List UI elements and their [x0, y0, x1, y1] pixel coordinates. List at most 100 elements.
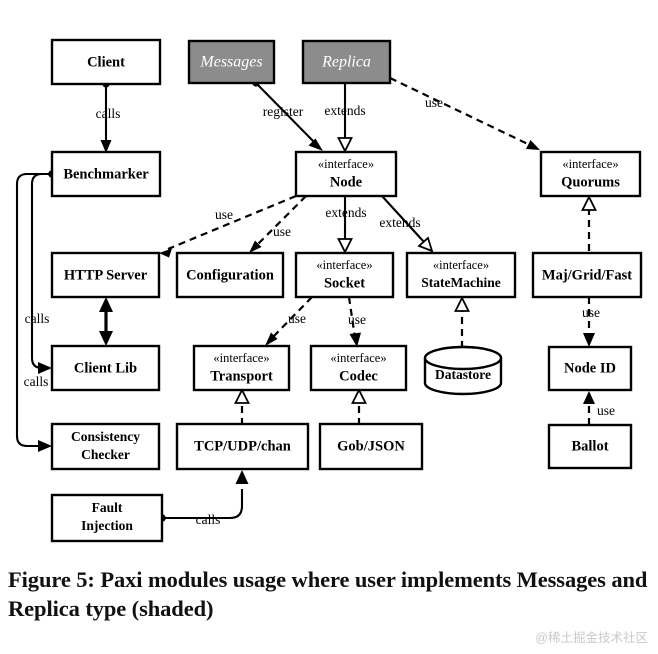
edge-path — [271, 296, 313, 339]
box-label-node-id: Node ID — [564, 360, 616, 376]
node-box-consistency-checker[interactable]: Consistency Checker — [50, 422, 161, 471]
arrow-head — [235, 470, 249, 484]
box-outline — [531, 251, 643, 299]
box-label-maj-grid-fast: Maj/Grid/Fast — [542, 267, 632, 283]
figure-caption: Figure 5: Paxi modules usage where user … — [8, 567, 648, 621]
node-cylinder-datastore[interactable]: Datastore — [423, 345, 503, 396]
stereotype-interface: «interface» — [330, 351, 386, 365]
box-outline — [50, 38, 162, 86]
node-box-transport[interactable]: «interface» Transport — [192, 344, 291, 392]
box-outline — [309, 344, 408, 392]
edge-label-use: use — [348, 312, 366, 327]
arrow-head — [349, 332, 361, 347]
arrow-head — [249, 240, 262, 253]
box-outline — [301, 39, 392, 85]
box-outline — [50, 344, 161, 392]
box-label-http-server: HTTP Server — [64, 267, 148, 283]
architecture-diagram: calls register extends use use — [15, 38, 643, 543]
edge-socket-to-transport: use — [265, 296, 313, 346]
edge-path — [15, 172, 52, 448]
edge-replica-to-node: extends — [324, 83, 366, 154]
box-label-ballot: Ballot — [571, 438, 608, 454]
edge-ballot-to-node-id: use — [583, 391, 615, 425]
node-box-statemachine[interactable]: «interface» StateMachine — [405, 251, 517, 299]
edge-label-use: use — [288, 311, 306, 326]
node-box-http-server[interactable]: HTTP Server — [50, 251, 161, 299]
watermark-text: @稀土掘金技术社区 — [535, 631, 648, 645]
box-label-node: Node — [330, 174, 363, 190]
box-label-quorums: Quorums — [561, 174, 620, 190]
edge-node-to-statemachine: extends — [379, 195, 434, 253]
node-box-benchmarker[interactable]: Benchmarker — [50, 150, 162, 198]
box-outline — [192, 344, 291, 392]
edge-tcp-to-transport — [234, 387, 250, 425]
edge-path — [347, 296, 357, 339]
node-box-client[interactable]: Client — [50, 38, 162, 86]
box-label-replica: Replica — [321, 54, 371, 71]
realization-arrow-head — [581, 194, 597, 211]
arrow-head — [583, 333, 595, 347]
box-label-codec: Codec — [339, 368, 378, 384]
arrow-head — [100, 140, 112, 153]
box-outline — [294, 251, 395, 299]
box-label-tcp-udp-chan: TCP/UDP/chan — [194, 438, 291, 454]
node-box-replica[interactable]: Replica — [301, 39, 392, 85]
edge-maj-grid-fast-to-quorums — [581, 194, 597, 251]
stereotype-interface: «interface» — [316, 258, 372, 272]
edge-label-use: use — [582, 305, 600, 320]
box-outline — [318, 422, 424, 471]
node-box-maj-grid-fast[interactable]: Maj/Grid/Fast — [531, 251, 643, 299]
box-outline — [175, 251, 285, 299]
realization-arrow-head — [454, 295, 470, 312]
box-label-fault-injection-line1: Fault — [92, 500, 123, 515]
arrow-head — [265, 332, 278, 346]
edge-datastore-to-statemachine — [454, 295, 470, 348]
node-box-client-lib[interactable]: Client Lib — [50, 344, 161, 392]
edge-path — [162, 489, 244, 520]
edge-node-to-configuration: use — [249, 195, 307, 253]
edge-client-to-benchmarker: calls — [96, 80, 120, 153]
box-outline — [187, 39, 276, 85]
node-box-gob-json[interactable]: Gob/JSON — [318, 422, 424, 471]
node-box-socket[interactable]: «interface» Socket — [294, 251, 395, 299]
box-label-configuration: Configuration — [186, 267, 274, 283]
edge-label-use: use — [425, 95, 443, 110]
realization-arrow-head — [351, 387, 367, 404]
edge-gob-to-codec — [351, 387, 367, 425]
arrow-head-up — [99, 297, 113, 312]
arrow-head — [583, 391, 595, 404]
edge-label-use: use — [215, 207, 233, 222]
box-label-datastore: Datastore — [435, 367, 491, 382]
node-box-node[interactable]: «interface» Node — [294, 150, 398, 198]
box-outline — [294, 150, 398, 198]
node-box-quorums[interactable]: «interface» Quorums — [539, 150, 642, 198]
edge-label-register: register — [263, 104, 304, 119]
generalization-arrow-head — [337, 238, 353, 255]
cylinder-top — [423, 345, 503, 371]
box-outline — [50, 150, 162, 198]
box-label-benchmarker: Benchmarker — [63, 166, 149, 182]
edge-path — [30, 172, 52, 370]
edge-node-to-http-server: use — [159, 194, 297, 258]
box-outline — [405, 251, 517, 299]
node-box-fault-injection[interactable]: Fault Injection — [50, 493, 164, 543]
box-outline — [50, 251, 161, 299]
node-box-codec[interactable]: «interface» Codec — [309, 344, 408, 392]
node-box-node-id[interactable]: Node ID — [547, 345, 633, 392]
box-label-client: Client — [87, 54, 125, 70]
box-label-transport: Transport — [210, 368, 273, 384]
edge-label-use: use — [597, 403, 615, 418]
box-label-client-lib: Client Lib — [74, 360, 137, 376]
box-outline — [175, 422, 310, 471]
node-box-messages[interactable]: Messages — [187, 39, 276, 85]
edge-replica-to-quorums: use — [389, 77, 540, 150]
node-box-configuration[interactable]: Configuration — [175, 251, 285, 299]
edge-label-calls: calls — [25, 311, 50, 326]
node-box-tcp-udp-chan[interactable]: TCP/UDP/chan — [175, 422, 310, 471]
node-box-ballot[interactable]: Ballot — [547, 423, 633, 470]
box-label-statemachine: StateMachine — [421, 275, 500, 290]
box-label-socket: Socket — [324, 275, 365, 291]
box-label-messages: Messages — [199, 54, 262, 71]
arrow-head — [38, 362, 52, 374]
